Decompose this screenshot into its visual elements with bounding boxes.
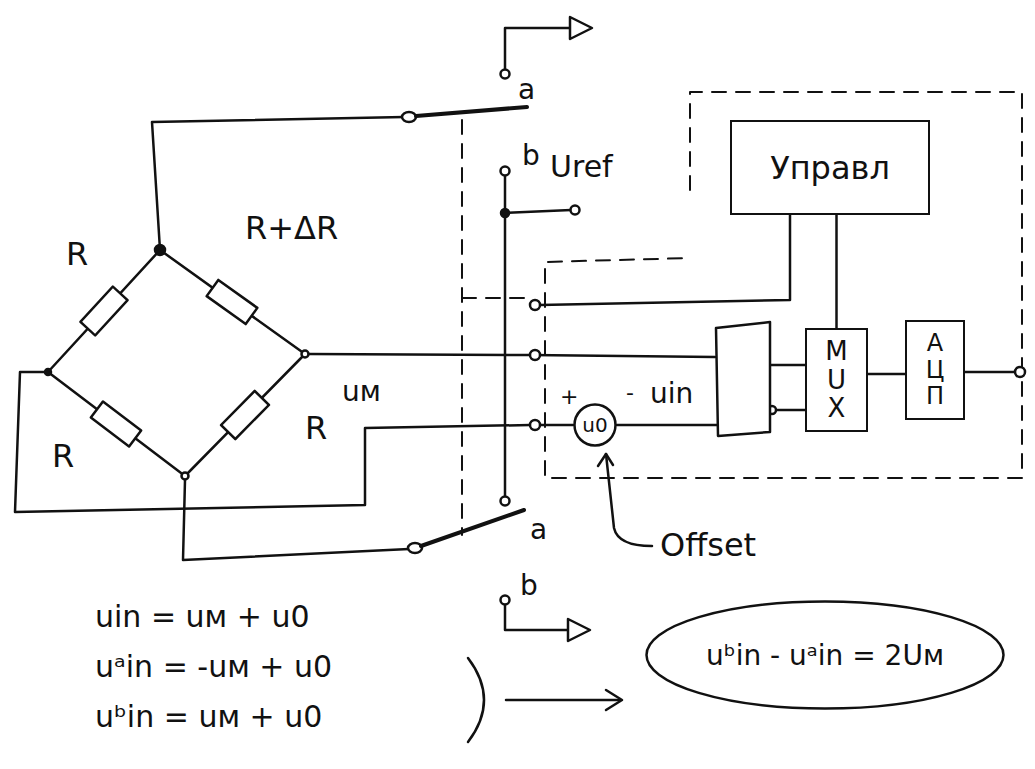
dashed-line <box>545 92 1022 478</box>
equation: uin = uм + u0 <box>95 600 310 635</box>
bridge-wire <box>48 250 305 476</box>
leader-line <box>606 454 652 546</box>
terminal <box>530 300 540 310</box>
ground-symbol <box>570 17 592 39</box>
callout-label: Offset <box>660 527 756 564</box>
switch-pivot <box>402 112 416 122</box>
result-ellipse: uᵇin - uᵃin = 2Uм <box>645 600 1005 710</box>
wire <box>505 210 571 213</box>
wire <box>540 215 790 305</box>
bracket <box>468 658 484 742</box>
resistor-label: R <box>305 410 327 447</box>
switch-contact <box>501 497 510 506</box>
ellipse-shape <box>647 602 1004 709</box>
control-box: Управл <box>730 120 930 215</box>
switch-contact <box>501 70 510 79</box>
node-text: MUX <box>824 337 850 423</box>
resistor-symbol <box>80 287 127 336</box>
arrowhead <box>606 690 622 710</box>
dashed-boundary <box>462 92 1022 535</box>
node-text: u0 <box>582 413 607 437</box>
wire <box>504 176 507 496</box>
wire <box>540 424 573 427</box>
contact-label: b <box>520 570 538 602</box>
wire <box>309 354 715 357</box>
switch-blade <box>416 107 527 116</box>
connector-line <box>835 215 838 328</box>
node-text: АЦП <box>923 330 947 409</box>
wire <box>505 605 568 630</box>
resistor-label: R <box>66 236 88 273</box>
bridge-circuit <box>45 245 309 480</box>
signal-name: uin <box>650 378 693 410</box>
terminal <box>530 420 540 430</box>
polarity-sign: + <box>560 384 578 409</box>
input-stage-symbol <box>716 322 770 436</box>
wire <box>965 371 1014 374</box>
multiplexer-box: MUX <box>805 328 868 432</box>
dashed-line <box>462 297 528 299</box>
node-text: Управл <box>770 149 890 187</box>
switch-blade <box>421 510 524 546</box>
contact-label: b <box>522 140 540 172</box>
resistor-label: R+ΔR <box>245 210 338 247</box>
arrow-line <box>506 699 620 702</box>
signal-name: uм <box>342 376 381 408</box>
switch <box>402 17 592 641</box>
contact-label: a <box>530 514 547 546</box>
wire <box>505 28 570 69</box>
adc-box: АЦП <box>905 320 965 420</box>
node-text: uᵇin - uᵃin = 2Uм <box>706 639 944 672</box>
wire <box>776 409 805 412</box>
terminal <box>530 350 540 360</box>
ground-symbol <box>568 619 590 641</box>
leader-arrowhead <box>598 454 613 466</box>
wire <box>183 480 409 560</box>
offset-source: u0 <box>573 403 617 447</box>
resistor-symbol <box>91 402 141 447</box>
resistor-symbol <box>221 391 269 439</box>
junction-dot <box>302 351 309 358</box>
junction-dot <box>501 209 509 217</box>
terminal <box>1015 367 1025 377</box>
signal-name: Uref <box>550 150 613 185</box>
wires <box>15 117 1014 560</box>
contact-label: a <box>518 74 535 106</box>
terminal <box>571 206 580 215</box>
connector-line <box>868 373 905 376</box>
switch-contact <box>501 596 510 605</box>
circle-shape <box>575 405 616 446</box>
equation: uᵃin = -uм + u0 <box>95 650 332 685</box>
resistor-label: R <box>52 438 74 475</box>
resistor-symbol <box>207 280 258 324</box>
wire <box>152 117 404 250</box>
wire <box>617 424 717 427</box>
wire <box>15 372 530 512</box>
equation: uᵇin = uм + u0 <box>95 700 322 735</box>
switch-contact <box>501 167 510 176</box>
dashed-line <box>461 120 463 535</box>
junction-dot <box>182 473 189 480</box>
polarity-sign: - <box>626 380 634 405</box>
wire <box>770 364 805 367</box>
